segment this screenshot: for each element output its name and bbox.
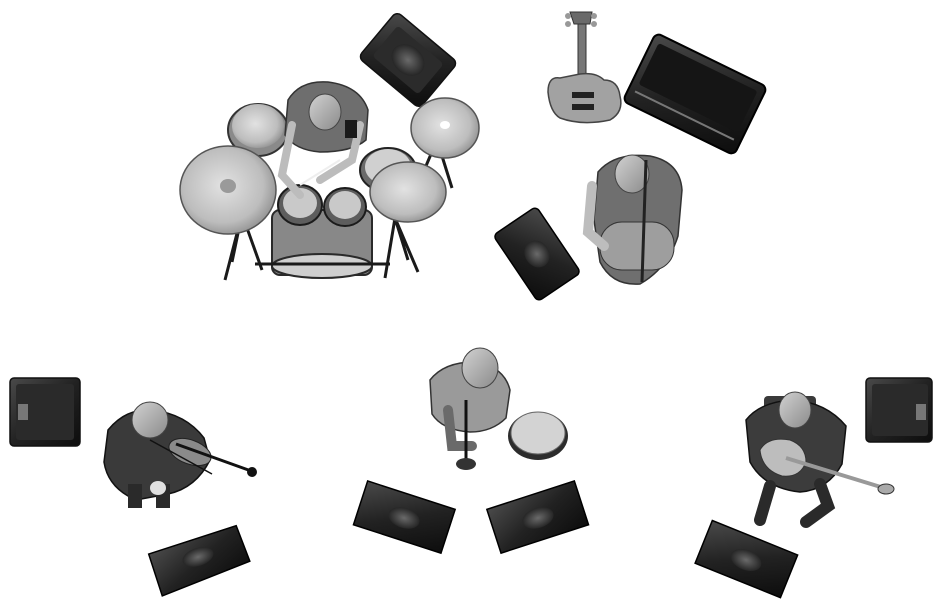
speaker-icon	[493, 206, 581, 301]
tambourine-icon	[508, 412, 568, 460]
drummer-figure	[282, 82, 368, 195]
speaker-icon	[866, 378, 932, 442]
speaker-icon	[10, 378, 80, 446]
person-microphone-icon	[430, 348, 510, 470]
speaker-icon	[149, 525, 252, 596]
person-violin-icon	[104, 402, 257, 508]
speaker-icon	[358, 11, 458, 108]
bass-guitar-icon	[548, 12, 621, 123]
speaker-icon	[487, 481, 589, 553]
bassist-figure	[588, 155, 682, 284]
amplifier-icon	[623, 33, 768, 156]
speaker-icon	[353, 481, 455, 553]
speaker-icon	[695, 521, 798, 598]
